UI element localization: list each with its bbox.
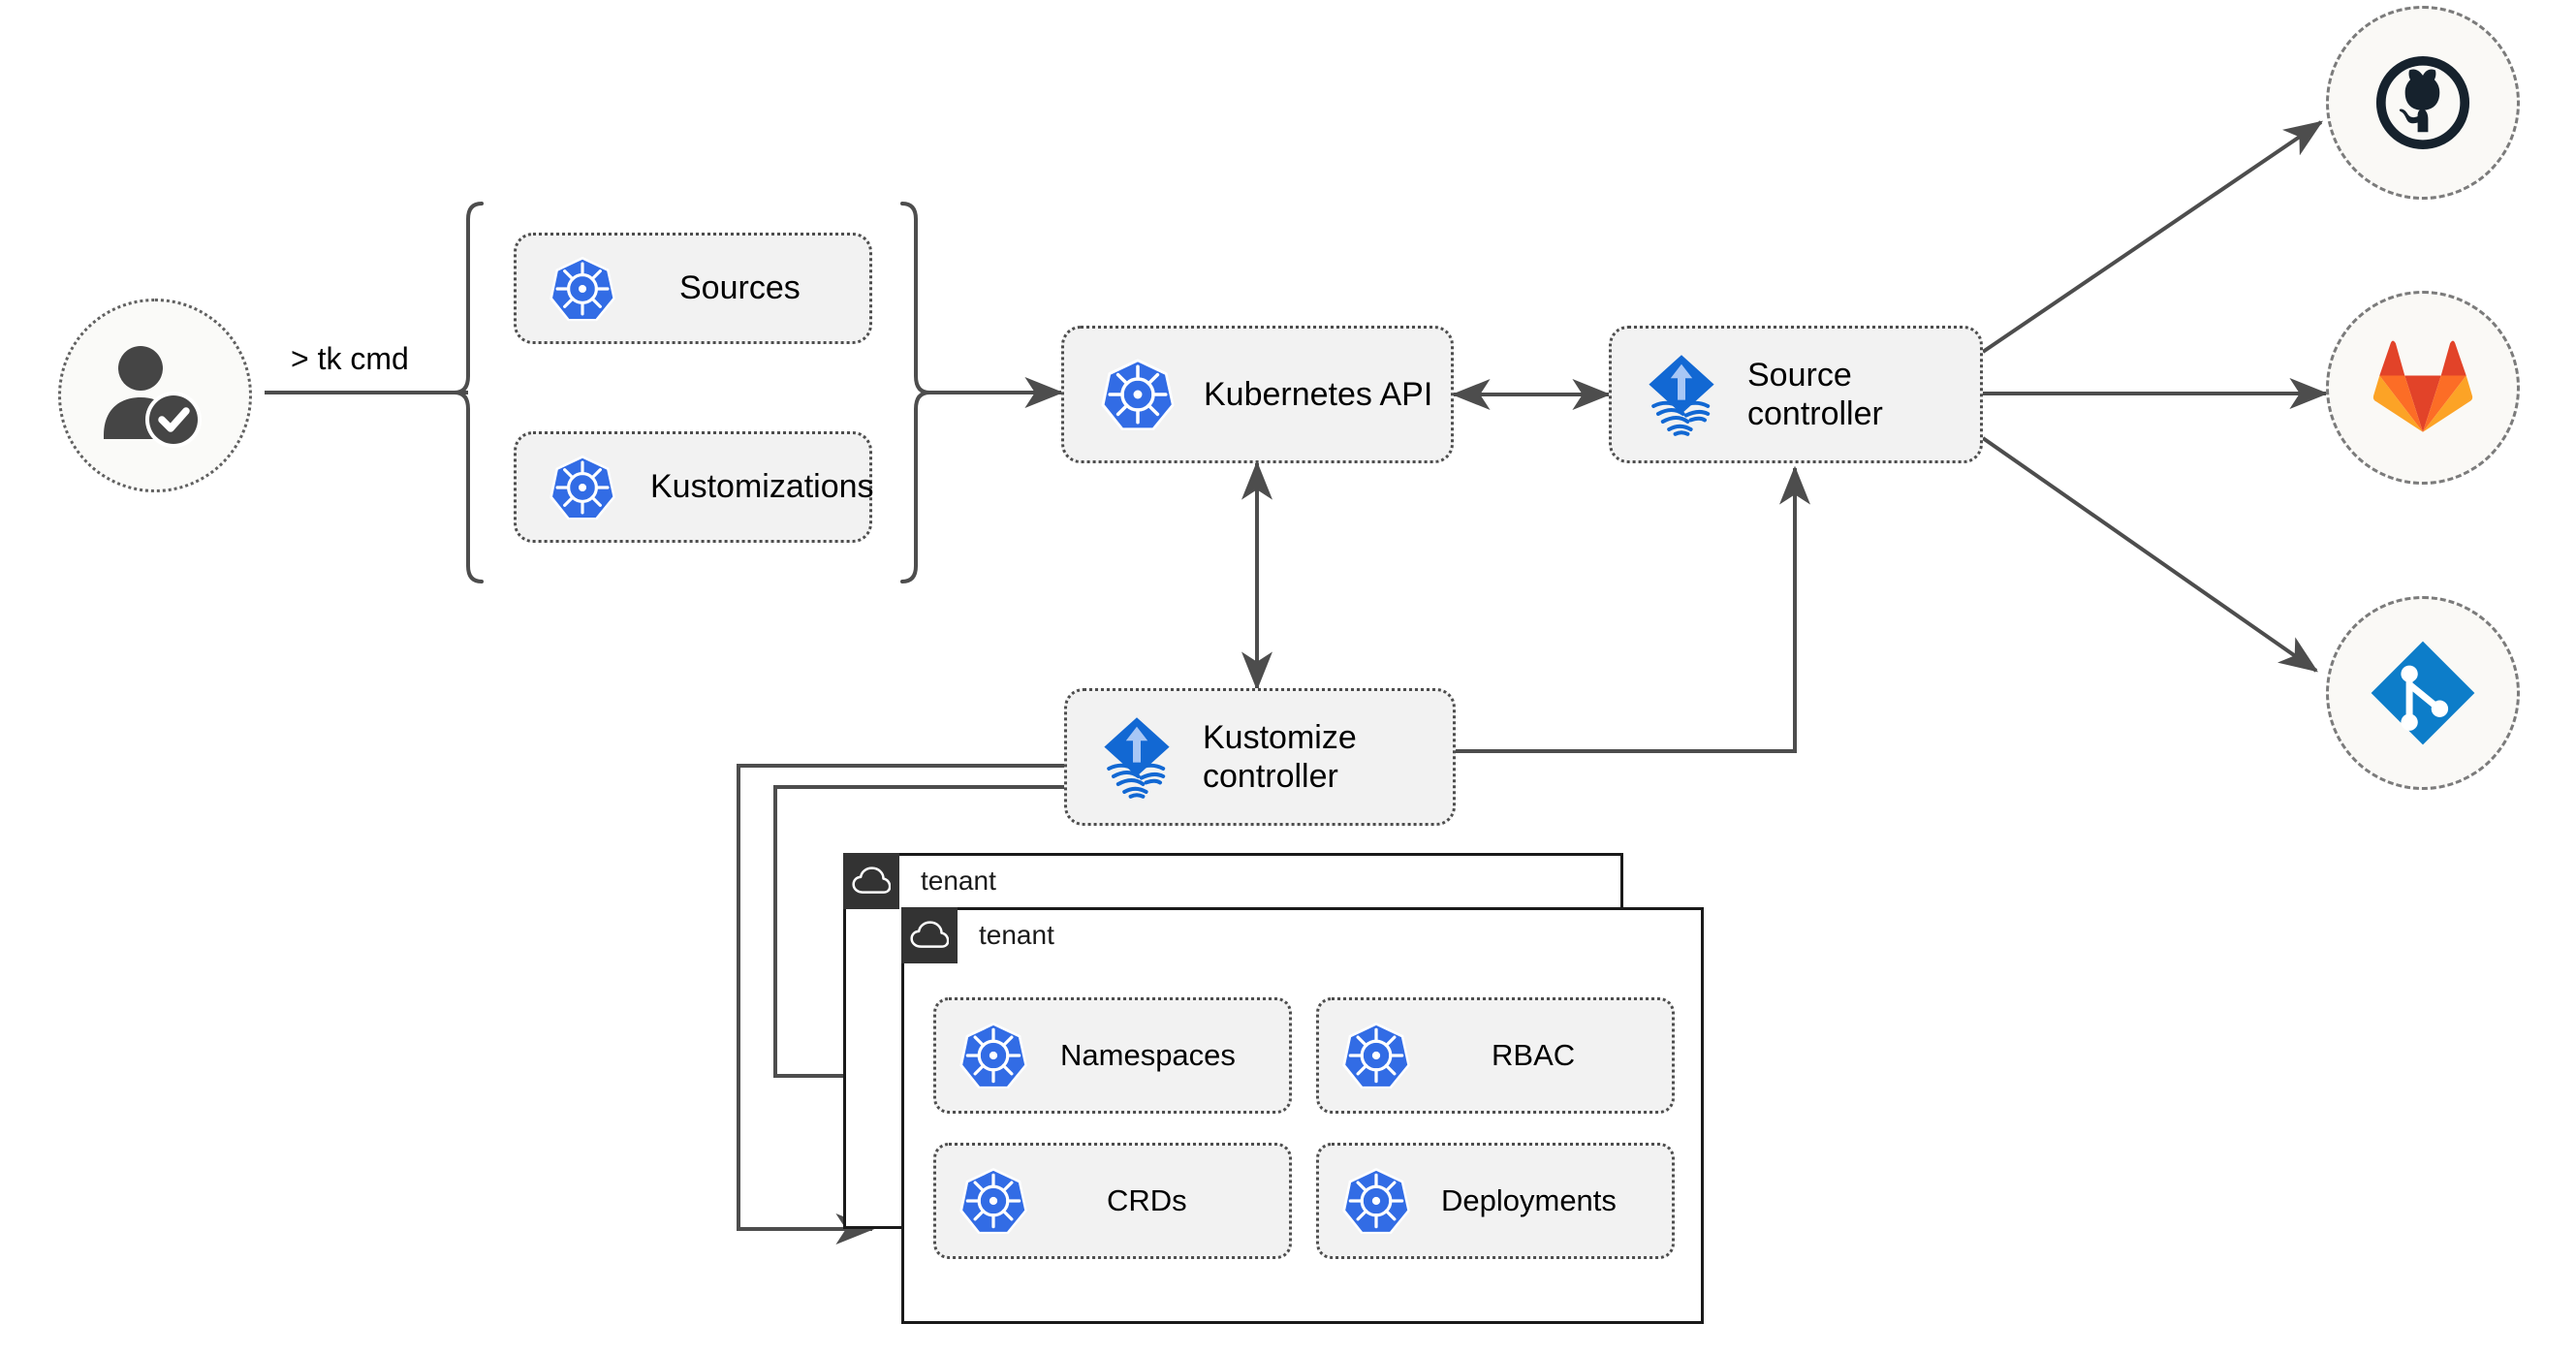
command-label: > tk cmd [291,341,409,376]
tenant-title: tenant [921,866,996,896]
brace-left [454,202,484,583]
node-label: Source controller [1747,356,1883,432]
resource-card-deployments[interactable]: Deployments [1316,1143,1675,1259]
kubernetes-icon [1342,1022,1410,1089]
resource-label: Deployments [1441,1183,1617,1217]
gitlab-icon [2372,340,2473,432]
resource-card-rbac[interactable]: RBAC [1316,997,1675,1114]
source-bubble-github[interactable] [2326,6,2520,200]
edge-source-to-git [1981,436,2318,673]
resource-card-namespaces[interactable]: Namespaces [933,997,1292,1114]
crd-label: Kustomizations [650,468,874,506]
tenant-title: tenant [979,920,1054,950]
kubernetes-icon [1342,1167,1410,1235]
crd-card-sources[interactable]: Sources [514,233,872,344]
crd-card-kustomizations[interactable]: Kustomizations [514,431,874,543]
flux-icon [1104,717,1170,799]
actor-user-bubble [58,299,252,492]
resource-label: CRDs [1107,1183,1187,1217]
node-source-controller[interactable]: Source controller [1609,326,1983,463]
source-bubble-git[interactable] [2326,596,2520,790]
resource-label: Namespaces [1060,1038,1236,1072]
kubernetes-icon [550,455,615,520]
kubernetes-icon [959,1022,1027,1089]
resource-card-crds[interactable]: CRDs [933,1143,1292,1259]
cloud-icon [843,853,899,909]
edge-source-to-github [1981,120,2323,354]
crd-label: Sources [679,269,801,307]
node-label: Kubernetes API [1204,375,1433,413]
tenant-header: tenant [843,853,996,909]
tenant-header: tenant [901,907,1054,963]
source-bubble-gitlab[interactable] [2326,291,2520,485]
resource-label: RBAC [1492,1038,1576,1072]
kubernetes-icon [1101,359,1175,430]
node-kustomize-controller[interactable]: Kustomize controller [1064,688,1456,826]
cloud-icon [901,907,958,963]
git-icon [2371,641,2475,745]
edge-kustomize-to-source [1444,465,1810,753]
node-kubernetes-api[interactable]: Kubernetes API [1061,326,1454,463]
kubernetes-icon [959,1167,1027,1235]
brace-right [900,202,930,583]
user-verified-icon [104,346,202,448]
kubernetes-icon [550,256,615,321]
node-label: Kustomize controller [1203,718,1357,795]
tenant-container-inner: tenant Namespaces [901,907,1704,1324]
github-icon [2375,55,2470,150]
flux-icon [1649,355,1714,436]
